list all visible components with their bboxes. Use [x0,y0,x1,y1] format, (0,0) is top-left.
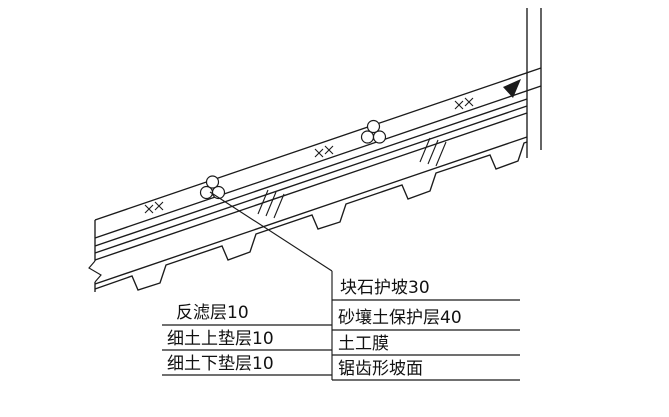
hatch-group [257,189,285,219]
stone-circle [366,119,381,134]
sawtooth-profile [94,141,528,291]
upper-cushion-line [94,105,528,254]
crest-wall-lines [526,8,542,158]
hatch-group [419,137,447,167]
label-fine-soil-upper-cushion: 细土上垫层10 [167,329,274,349]
stone-circles [199,119,387,200]
left-cut-edge [88,220,102,292]
label-sandy-loam-protection: 砂壤土保护层40 [338,307,462,328]
stone-group-2 [360,119,387,144]
stone-circle [372,130,387,144]
lower-cushion-line [94,112,528,261]
stone-circle [205,175,220,189]
x-mark-pair [144,201,164,214]
slope-layer-lines [94,67,542,285]
hatch-marks [257,137,447,219]
label-filter-layer: 反滤层10 [176,303,249,323]
label-table: 反滤层10 细土上垫层10 细土下垫层10 块石护坡30 砂壤土保护层40 土工… [162,271,520,381]
break-zigzag-icon [88,260,102,283]
x-mark-pair [314,145,334,158]
label-stone-revetment: 块石护坡30 [340,278,430,298]
stone-layer-bottom-line [94,85,542,239]
geomembrane-line [94,136,528,285]
label-sawtooth-slope-face: 锯齿形坡面 [338,359,423,379]
x-mark-pair [454,97,474,110]
slope-surface-line [94,67,542,221]
break-marker-icon [503,79,521,98]
label-geomembrane: 土工膜 [338,334,389,354]
stone-group-1 [199,175,226,200]
x-material-marks [144,97,474,214]
leader-line [209,191,333,272]
filter-layer-line [94,98,528,247]
label-fine-soil-lower-cushion: 细土下垫层10 [167,354,274,374]
sawtooth-contour [94,141,528,291]
